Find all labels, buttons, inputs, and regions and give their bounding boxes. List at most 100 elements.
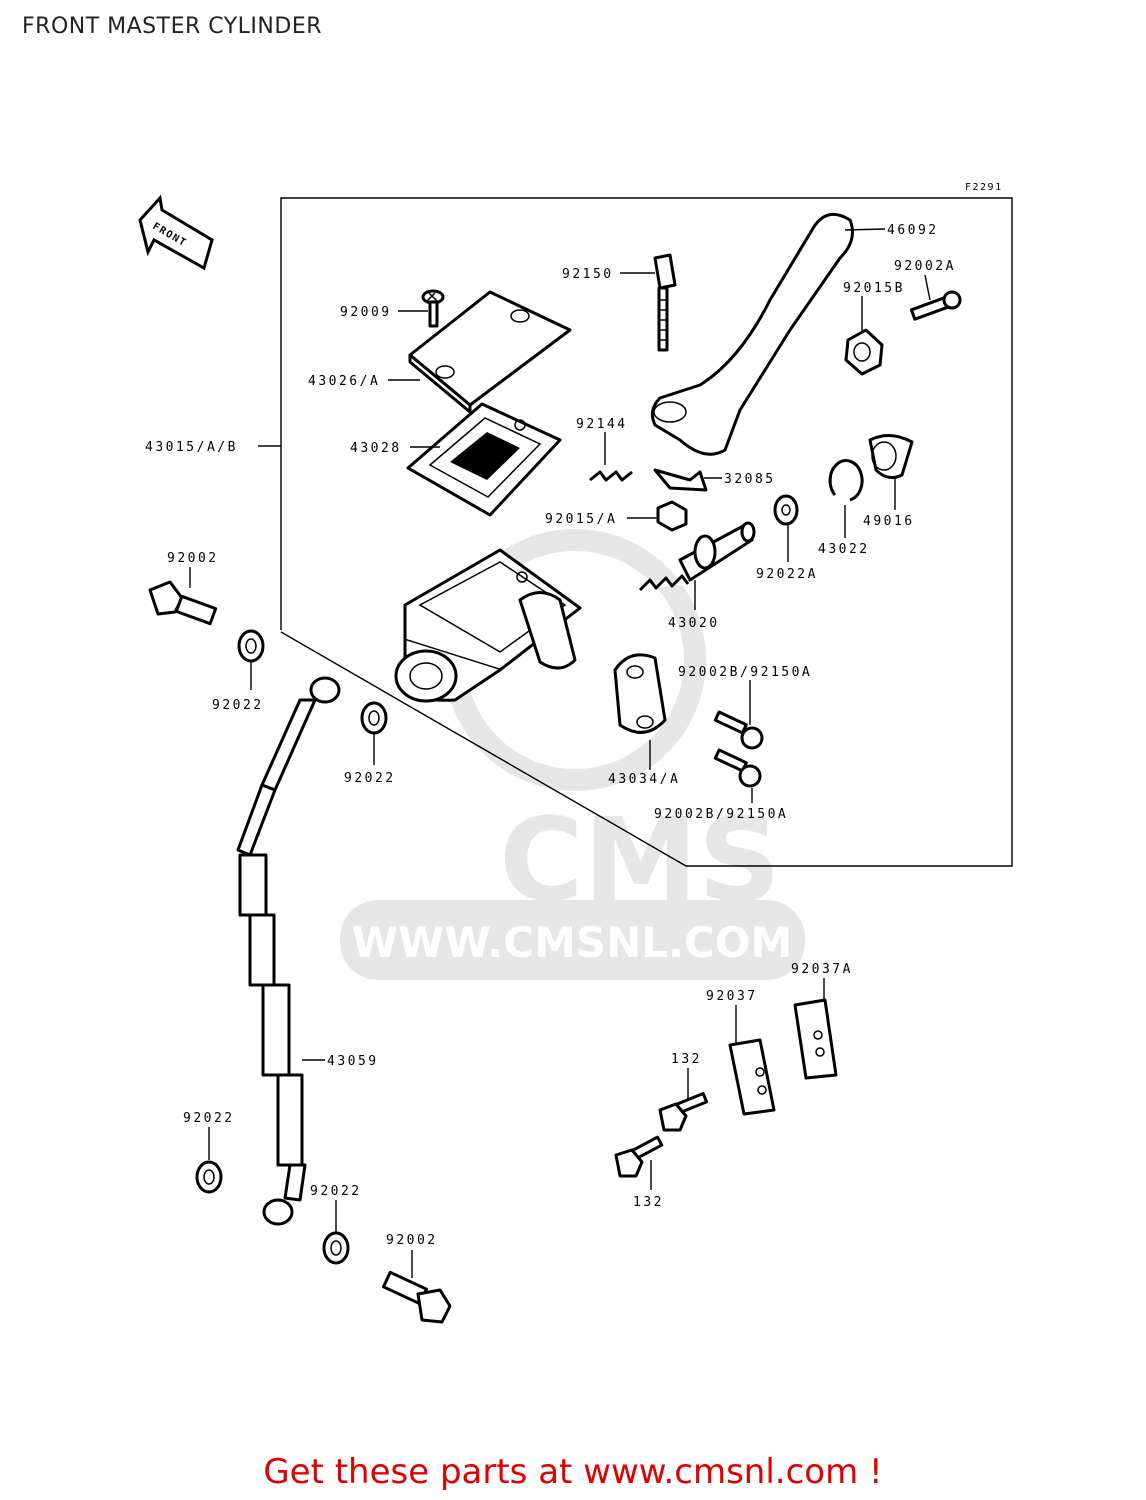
- clamp-bolt-lower: [713, 748, 762, 788]
- label-92002-top: 92002: [167, 551, 219, 566]
- lever-blade: [650, 212, 854, 456]
- label-43022: 43022: [818, 542, 870, 557]
- hose-fitting-lower: [283, 1163, 307, 1202]
- part-labels: 46092 92150 92002A 92015B 92009 43026/A …: [145, 223, 953, 1248]
- label-92022-upper-right: 92022: [344, 771, 396, 786]
- clamp-b-hole-2: [757, 1085, 767, 1095]
- hose-segment-4: [276, 1073, 304, 1167]
- hose-bend: [236, 783, 277, 857]
- body-bolt-hole: [516, 571, 528, 583]
- banjo-bolt-upper-shank: [174, 594, 218, 626]
- reservoir-diaphragm: [406, 402, 562, 517]
- washer-upper-left: [237, 629, 265, 663]
- hose-segment-2: [248, 913, 276, 987]
- banjo-bolt-lower: [381, 1270, 452, 1324]
- banjo-bolt-lower-head: [416, 1288, 452, 1324]
- assembly-boundary-frame: [280, 197, 1013, 867]
- label-132-upper: 132: [671, 1052, 702, 1067]
- master-cylinder-body: [394, 548, 582, 703]
- washer-92022A-hole: [781, 504, 791, 516]
- label-92022-lower-left: 92022: [183, 1111, 235, 1126]
- pivot-bolt-92002A: [909, 290, 962, 321]
- hose-segment-1: [238, 853, 268, 917]
- brake-hose-43059: [236, 676, 341, 1226]
- leader-92002A: [924, 274, 931, 301]
- nut-92015A: [656, 500, 688, 532]
- label-43034A: 43034/A: [608, 772, 680, 787]
- body-bore: [394, 649, 458, 703]
- small-nut-hex: [656, 500, 688, 532]
- body-rim: [418, 561, 567, 653]
- piston-end: [740, 521, 756, 543]
- label-43059: 43059: [327, 1054, 379, 1069]
- watermark-brand: CMS: [499, 794, 781, 928]
- label-46092: 46092: [887, 223, 939, 238]
- clamp-hole-1: [626, 665, 644, 679]
- label-92015B: 92015B: [843, 281, 905, 296]
- leader-46092: [844, 228, 886, 231]
- washer-lower-left: [195, 1160, 223, 1194]
- clamp-a-hole-1: [813, 1030, 823, 1040]
- hose-clamp-92037A: [793, 998, 838, 1080]
- label-92037A: 92037A: [791, 962, 853, 977]
- pivot-nut-92015B: [844, 328, 884, 376]
- clamp-hole-2: [636, 715, 654, 729]
- hose-banjo-lower: [262, 1198, 294, 1226]
- page-title: FRONT MASTER CYLINDER: [22, 14, 323, 39]
- arrow-outline: [138, 194, 214, 271]
- spring-coils: [589, 470, 633, 482]
- spring-92144: [589, 470, 633, 482]
- clamp-bolt-lower-head: [738, 764, 762, 788]
- bracket-plate: [653, 468, 708, 492]
- dust-boot-49016: [868, 434, 914, 480]
- label-43020: 43020: [668, 616, 720, 631]
- label-49016: 49016: [863, 514, 915, 529]
- label-92022-lower-right: 92022: [310, 1184, 362, 1199]
- watermark-banner: [340, 900, 805, 980]
- parts-link-banner[interactable]: Get these parts at www.cmsnl.com !: [263, 1452, 883, 1492]
- body-bore-inner: [409, 662, 443, 690]
- watermark-url: WWW.CMSNL.COM: [352, 918, 793, 967]
- diaphragm-center: [450, 432, 520, 480]
- diaphragm-hole: [514, 419, 526, 431]
- label-43015AB: 43015/A/B: [145, 440, 238, 455]
- clamp-a-hole-2: [815, 1047, 825, 1057]
- switch-bracket-32085: [653, 468, 708, 492]
- washer-upper-right-hole: [368, 710, 380, 726]
- label-43028: 43028: [350, 441, 402, 456]
- washer-lower-right-hole: [330, 1240, 342, 1256]
- banjo-bolt-upper: [148, 580, 218, 626]
- figure-code: F2291: [965, 182, 1003, 193]
- cap-hole-2: [435, 365, 455, 379]
- cap-edge: [408, 353, 472, 414]
- bolt-132-lower-head: [614, 1148, 644, 1178]
- pivot-bolt-head: [942, 290, 962, 310]
- label-92015A: 92015/A: [545, 512, 617, 527]
- piston-spring: [638, 574, 690, 592]
- piston-assembly-43020: [638, 521, 756, 592]
- nut-hex: [844, 328, 884, 376]
- label-32085: 32085: [724, 472, 776, 487]
- bolt-132-lower: [614, 1135, 664, 1178]
- hose-segment-3: [261, 983, 291, 1077]
- label-92002B-upper: 92002B/92150A: [678, 665, 812, 680]
- label-92002B-lower: 92002B/92150A: [654, 807, 788, 822]
- diaphragm-inner: [428, 417, 542, 498]
- clamp-b-plate: [728, 1038, 776, 1116]
- label-92150: 92150: [562, 267, 614, 282]
- bolt-thread: [659, 299, 667, 341]
- hose-banjo-upper: [309, 676, 341, 704]
- bolt-132-upper-head: [658, 1102, 688, 1132]
- label-92009: 92009: [340, 305, 392, 320]
- body-clamp-half: [518, 591, 577, 670]
- adjuster-bolt-92150: [653, 253, 677, 352]
- cap-hole-1: [510, 309, 530, 323]
- label-92022A: 92022A: [756, 567, 818, 582]
- label-92022-upper-left: 92022: [212, 698, 264, 713]
- screw-shank: [428, 300, 439, 328]
- reservoir-cap: [408, 290, 572, 414]
- leader-lines: [189, 228, 931, 1278]
- washer-92022A: [773, 494, 799, 526]
